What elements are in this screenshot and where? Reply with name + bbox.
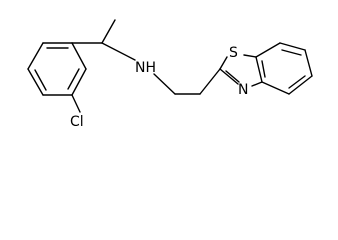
chlorophenyl-ring xyxy=(27,42,87,96)
bond-s-c7a xyxy=(243,54,257,58)
nitrogen-label: N xyxy=(238,82,248,98)
chlorine-label: Cl xyxy=(70,114,84,130)
amine-nh-label: NH xyxy=(135,60,156,76)
bond-c2-s xyxy=(219,56,228,70)
bond xyxy=(255,56,263,83)
bond xyxy=(27,42,44,70)
bond xyxy=(255,42,281,58)
double-bond xyxy=(288,75,306,89)
benzo-ring xyxy=(255,42,313,95)
sulfur-label: S xyxy=(229,45,238,61)
bond xyxy=(288,75,313,95)
double-bond xyxy=(34,69,47,91)
double-bond xyxy=(261,60,266,78)
bond xyxy=(304,49,313,77)
bond xyxy=(71,68,87,96)
bond-to-nh xyxy=(101,42,136,61)
double-bond xyxy=(67,68,80,90)
bond xyxy=(71,42,87,70)
bond-to-chlorine xyxy=(71,94,81,113)
bond-n-c3a xyxy=(251,81,263,87)
bond xyxy=(27,68,44,96)
double-bond xyxy=(281,49,302,56)
methyl-bond xyxy=(101,19,116,44)
bond-c2-n xyxy=(219,68,239,85)
bond xyxy=(261,81,290,95)
chemical-structure-diagram: NH S N Cl xyxy=(27,19,313,130)
bond xyxy=(199,68,221,95)
bond-from-nh xyxy=(153,73,176,95)
thiazole-ring xyxy=(219,54,263,87)
bond xyxy=(279,42,306,51)
double-bond-c2-n xyxy=(225,70,240,83)
